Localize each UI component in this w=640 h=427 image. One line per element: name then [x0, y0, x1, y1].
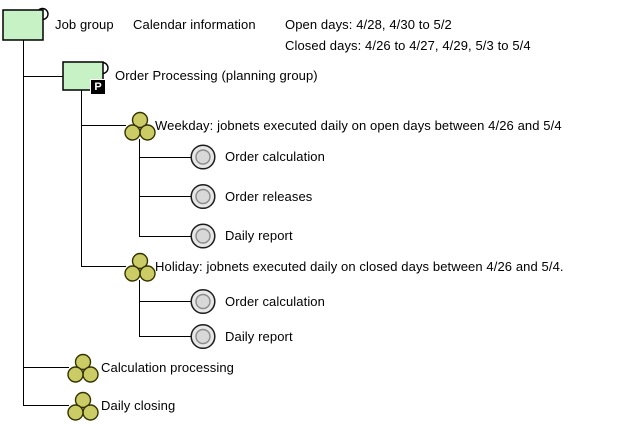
holiday-child-order-calculation-label: Order calculation: [225, 294, 325, 309]
open-days-label: Open days: 4/28, 4/30 to 5/2: [285, 17, 452, 32]
tree-connector-lines: [23, 40, 191, 406]
job-group-icon: [2, 7, 49, 41]
calculation-processing-jobnet-icon: [67, 353, 99, 383]
nested-jobnet-icon-order-calculation-weekday: [190, 144, 216, 170]
nested-jobnet-icon-order-releases: [190, 183, 216, 210]
planning-group-label: Order Processing (planning group): [115, 68, 318, 83]
weekday-child-order-releases-label: Order releases: [225, 189, 313, 204]
weekday-jobnet-label: Weekday: jobnets executed daily on open …: [155, 118, 562, 133]
planning-group-badge: P: [90, 79, 106, 95]
job-group-label: Job group: [55, 17, 114, 32]
nested-jobnet-icon-daily-report-weekday: [190, 223, 216, 249]
calendar-information-label: Calendar information: [133, 17, 256, 32]
nested-jobnet-icon-order-calculation-holiday: [190, 288, 216, 315]
daily-closing-jobnet-icon: [67, 391, 99, 421]
holiday-child-daily-report-label: Daily report: [225, 329, 293, 344]
weekday-child-daily-report-label: Daily report: [225, 228, 293, 243]
weekday-jobnet-icon: [124, 111, 156, 141]
weekday-child-order-calculation-label: Order calculation: [225, 149, 325, 164]
closed-days-label: Closed days: 4/26 to 4/27, 4/29, 5/3 to …: [285, 38, 531, 53]
holiday-jobnet-label: Holiday: jobnets executed daily on close…: [155, 259, 564, 274]
calculation-processing-label: Calculation processing: [101, 360, 234, 375]
daily-closing-label: Daily closing: [101, 398, 176, 413]
holiday-jobnet-icon: [124, 252, 156, 282]
nested-jobnet-icon-daily-report-holiday: [190, 323, 216, 350]
